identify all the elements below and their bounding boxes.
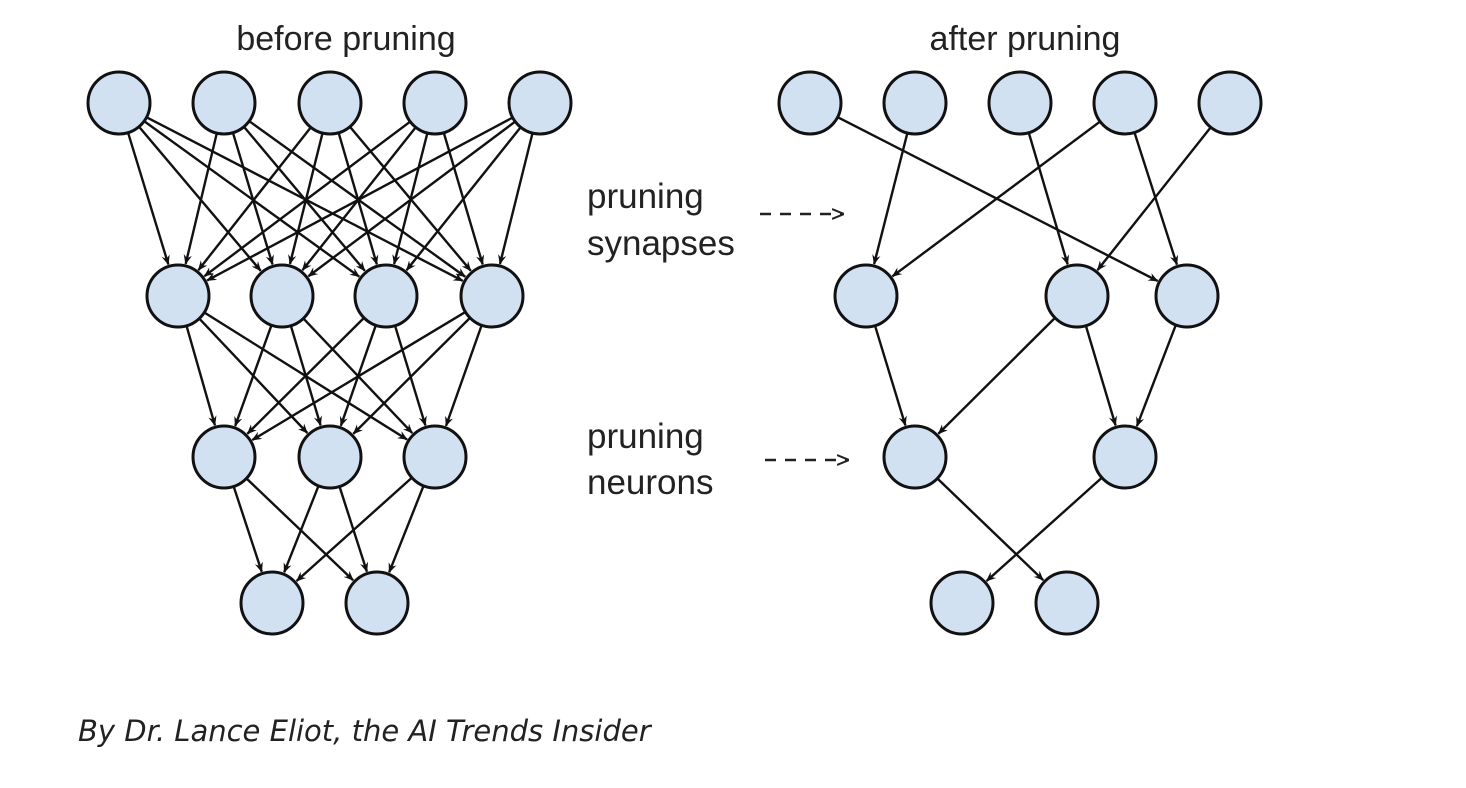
synapse-arrow: [1027, 130, 1070, 266]
synapse-arrow: [251, 310, 468, 442]
before-neuron-l2-n2: [402, 424, 468, 490]
synapse-arrow: [184, 323, 217, 427]
before-neuron-l0-n2: [297, 70, 363, 136]
after-neuron-l3-n1: [1034, 570, 1100, 636]
synapse-arrow: [183, 131, 219, 265]
synapse-arrow: [231, 130, 274, 266]
synapse-arrow: [283, 483, 321, 574]
annotation-pruning-synapses: pruning synapses: [587, 177, 843, 263]
before-neuron-l1-n1: [249, 263, 315, 329]
annotation-pruning-neurons: pruning neurons: [587, 417, 848, 502]
synapse-arrow: [1096, 125, 1213, 271]
annotation-line2: neurons: [587, 463, 713, 502]
synapse-arrow: [1135, 323, 1178, 427]
synapse-arrow: [444, 323, 484, 427]
before-neuron-l2-n1: [297, 424, 363, 490]
after-neuron-l1-n0: [833, 263, 899, 329]
synapse-arrow: [891, 119, 1103, 278]
after-neuron-l2-n0: [882, 424, 948, 490]
synapse-arrow: [873, 323, 907, 427]
synapse-arrow: [288, 131, 325, 265]
after-neuron-l0-n0: [777, 70, 843, 136]
before-neuron-l3-n0: [239, 570, 305, 636]
annotation-line1: pruning: [587, 177, 704, 216]
synapse-arrow: [137, 124, 262, 272]
after-network-edges: [835, 115, 1213, 582]
synapse-arrow: [935, 476, 1045, 582]
before-neuron-l0-n0: [86, 70, 152, 136]
synapse-arrow: [295, 475, 414, 582]
annotation-line2: synapses: [587, 224, 735, 263]
before-neuron-l0-n4: [507, 70, 573, 136]
after-neuron-l1-n1: [1044, 263, 1110, 329]
before-neuron-l1-n3: [459, 263, 525, 329]
byline-caption: By Dr. Lance Eliot, the AI Trends Inside…: [78, 714, 651, 748]
after-neuron-l3-n0: [929, 570, 995, 636]
after-neuron-l0-n1: [882, 70, 948, 136]
before-neuron-l3-n1: [344, 570, 410, 636]
synapse-arrow: [234, 323, 274, 427]
before-network-edges: [126, 115, 535, 582]
synapse-arrow: [337, 484, 369, 573]
synapse-arrow: [203, 119, 413, 278]
synapse-arrow: [388, 483, 426, 574]
synapse-arrow: [307, 119, 518, 278]
synapse-arrow: [197, 125, 313, 271]
synapse-arrow: [242, 124, 366, 272]
synapse-arrow: [393, 323, 427, 427]
before-neuron-l2-n0: [191, 424, 257, 490]
synapse-arrow: [352, 315, 472, 435]
after-neuron-l0-n2: [987, 70, 1053, 136]
synapse-arrow: [392, 131, 429, 265]
synapse-arrow: [232, 484, 263, 573]
synapse-arrow: [244, 476, 354, 582]
synapse-arrow: [1084, 323, 1117, 427]
synapse-arrow: [142, 119, 360, 278]
synapse-arrow: [937, 315, 1057, 435]
synapse-arrow: [206, 115, 515, 282]
before-neuron-l1-n2: [353, 263, 419, 329]
synapse-arrow: [985, 475, 1104, 582]
synapse-arrow: [872, 131, 909, 265]
after-neuron-l0-n4: [1197, 70, 1263, 136]
annotation-line1: pruning: [587, 417, 704, 456]
after-neuron-l1-n2: [1154, 263, 1220, 329]
before-neuron-l1-n0: [145, 263, 211, 329]
synapse-arrow: [126, 130, 170, 266]
after-network-nodes: [777, 70, 1263, 636]
before-neuron-l0-n3: [402, 70, 468, 136]
before-network-nodes: [86, 70, 573, 636]
synapse-arrow: [498, 131, 535, 265]
synapse-arrow: [405, 125, 523, 271]
before-pruning-title: before pruning: [236, 20, 455, 58]
after-neuron-l2-n1: [1092, 424, 1158, 490]
after-neuron-l0-n3: [1092, 70, 1158, 136]
after-pruning-title: after pruning: [930, 20, 1121, 58]
synapse-arrow: [246, 315, 366, 435]
synapse-arrow: [337, 130, 379, 266]
before-neuron-l0-n1: [191, 70, 257, 136]
